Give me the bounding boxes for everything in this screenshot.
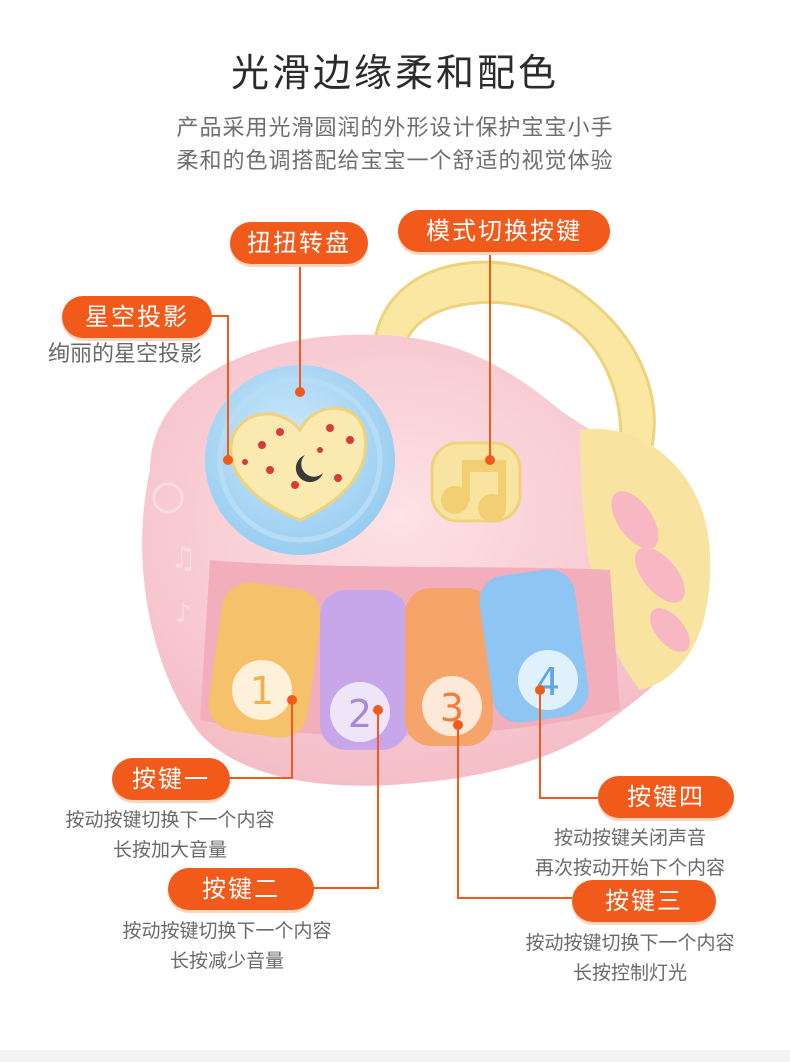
key-3-desc-1: 按动按键切换下一个内容	[525, 932, 735, 954]
key-2-number: 2	[348, 692, 372, 736]
key-3-desc-2: 长按控制灯光	[572, 962, 687, 984]
key-2-desc-2: 长按减少音量	[169, 950, 284, 972]
key-4-desc-2: 再次按动开始下个内容	[534, 857, 725, 879]
key-1-desc-2: 长按加大音量	[112, 839, 227, 861]
page-title: 光滑边缘柔和配色	[230, 51, 559, 95]
subtitle-line-1: 产品采用光滑圆润的外形设计保护宝宝小手	[176, 116, 614, 141]
key-3-label: 按键三	[572, 880, 716, 922]
key-1-number: 1	[250, 669, 274, 713]
key-3: 3	[405, 588, 493, 746]
svg-text:♫: ♫	[170, 541, 197, 576]
key-1: 1	[208, 582, 322, 738]
key-1-desc-1: 按动按键切换下一个内容	[65, 809, 275, 831]
svg-text:♪: ♪	[175, 599, 192, 629]
star-projection-desc: 绚丽的星空投影	[47, 342, 202, 367]
key-2-desc-1: 按动按键切换下一个内容	[122, 920, 332, 942]
key-1-label: 按键一	[112, 758, 230, 800]
key-4: 4	[479, 569, 589, 723]
subtitle-line-2: 柔和的色调搭配给宝宝一个舒适的视觉体验	[176, 149, 614, 174]
star-projection-label: 星空投影	[62, 296, 212, 338]
key-2: 2	[320, 590, 408, 750]
key-4-desc-1: 按动按键关闭声音	[553, 827, 706, 849]
bottom-strip	[0, 1050, 790, 1062]
twist-dial-label: 扭扭转盘	[230, 222, 368, 264]
mode-switch-label: 模式切换按键	[398, 210, 610, 252]
key-2-label: 按键二	[168, 868, 314, 910]
key-4-label: 按键四	[598, 776, 734, 818]
